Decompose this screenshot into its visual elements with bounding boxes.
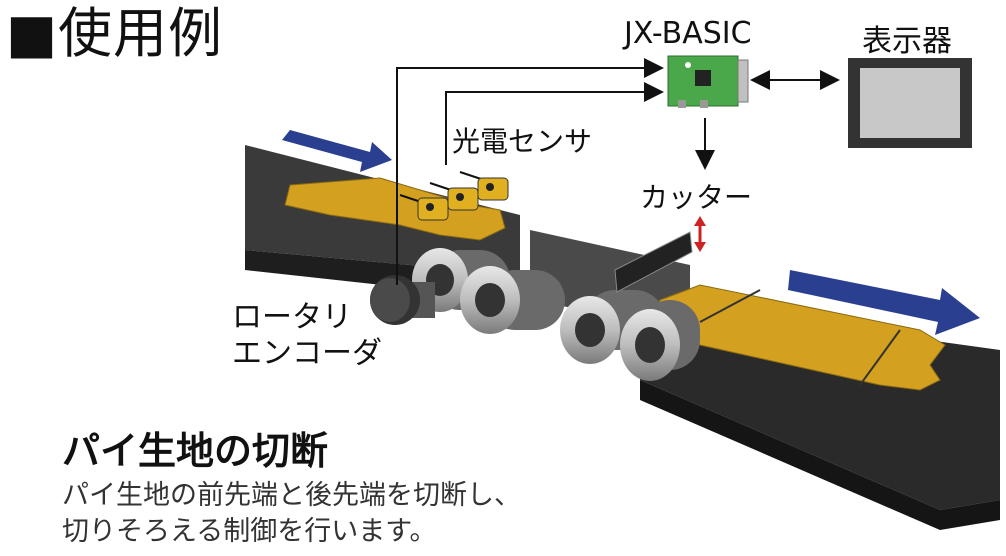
page-title: ■使用例 [6, 2, 224, 65]
roller-4 [620, 300, 700, 381]
rotary-encoder [370, 275, 435, 325]
section-description: パイ生地の前先端と後先端を切断し、 切りそろえる制御を行います。 [62, 478, 521, 550]
section-heading: パイ生地の切断 [62, 429, 329, 473]
roller-3 [560, 290, 665, 364]
description-line1: パイ生地の前先端と後先端を切断し、 [62, 480, 521, 511]
flow-arrow-right [788, 270, 980, 335]
controller-label: JX-BASIC [624, 16, 752, 51]
encoder-label-line2: エンコーダ [232, 336, 382, 371]
encoder-label-line1: ロータリ [232, 300, 352, 335]
cutter-motion-arrow [694, 216, 706, 252]
cutter-blade [614, 231, 693, 293]
cut-line-2 [859, 329, 901, 386]
description-line2: 切りそろえる制御を行います。 [62, 516, 437, 547]
encoder-label: ロータリ エンコーダ [232, 300, 382, 372]
signal-lines [396, 58, 840, 285]
photo-sensor-label: 光電センサ [452, 125, 593, 158]
roller-2 [460, 266, 565, 334]
flow-arrow-left [282, 130, 392, 172]
display-label: 表示器 [862, 24, 952, 59]
cutter-label: カッター [640, 181, 753, 214]
photo-sensors [399, 171, 509, 221]
controller-board [667, 55, 749, 108]
dough-sheet-left [284, 177, 506, 241]
cut-line-1 [699, 289, 761, 323]
display-monitor [848, 58, 972, 148]
